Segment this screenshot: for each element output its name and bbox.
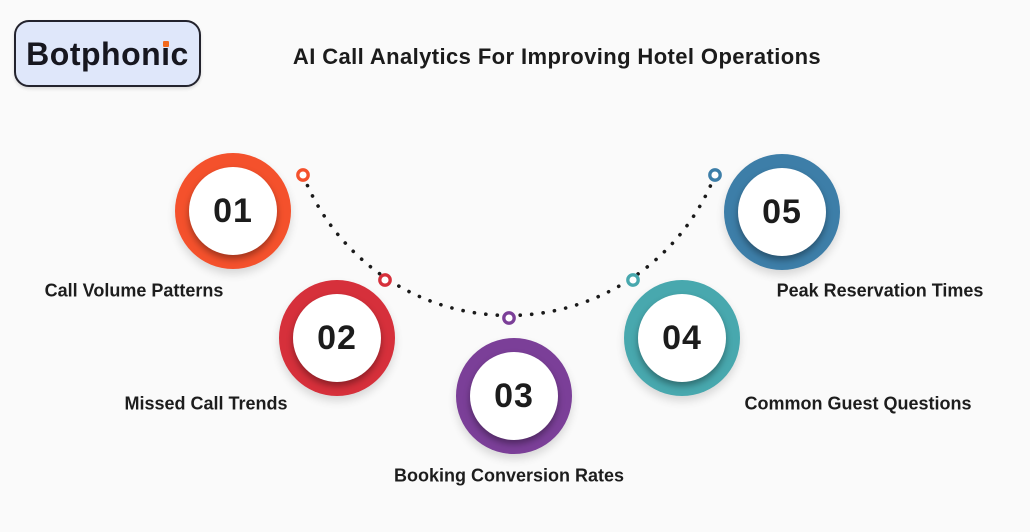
- step-circle-03: 03: [456, 338, 572, 454]
- step-circle-05: 05: [724, 154, 840, 270]
- connector-node-5-icon: [708, 168, 722, 182]
- step-circle-04: 04: [624, 280, 740, 396]
- connector-node-4-icon: [626, 273, 640, 287]
- logo-orange-dot-icon: [162, 40, 169, 47]
- page-title: AI Call Analytics For Improving Hotel Op…: [292, 44, 822, 69]
- step-number-01: 01: [189, 167, 277, 255]
- step-label-02: Missed Call Trends: [124, 393, 288, 414]
- step-number-05: 05: [738, 168, 826, 256]
- step-label-05: Peak Reservation Times: [776, 280, 984, 301]
- step-label-04: Common Guest Questions: [744, 393, 972, 414]
- logo-i-letter: ı: [161, 35, 171, 72]
- connector-node-1-icon: [296, 168, 310, 182]
- step-circle-01: 01: [175, 153, 291, 269]
- step-circle-02: 02: [279, 280, 395, 396]
- connector-node-3-icon: [502, 311, 516, 325]
- step-number-03: 03: [470, 352, 558, 440]
- step-number-04: 04: [638, 294, 726, 382]
- step-number-02: 02: [293, 294, 381, 382]
- step-label-03: Booking Conversion Rates: [393, 465, 625, 486]
- step-label-01: Call Volume Patterns: [44, 280, 224, 301]
- connector-node-2-icon: [378, 273, 392, 287]
